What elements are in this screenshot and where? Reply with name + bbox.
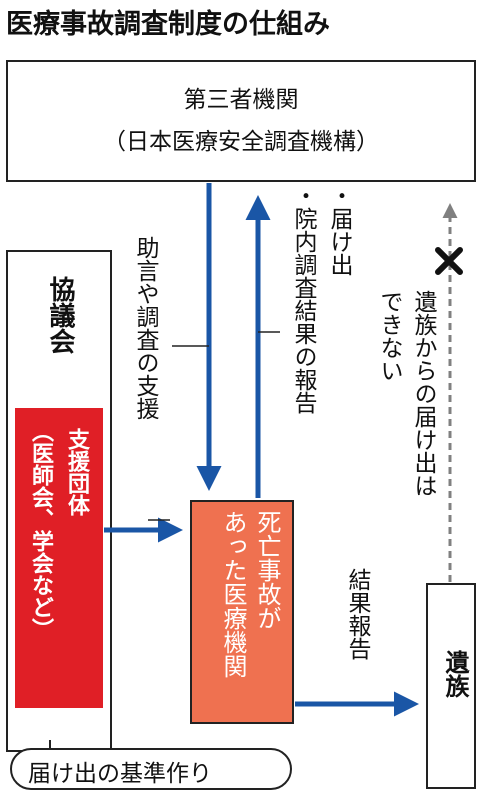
third-party-name: 第三者機関 <box>183 87 299 113</box>
family-label: 遺族 <box>441 650 469 698</box>
support-detail: （医師会、学会など） <box>28 420 53 640</box>
not-allowed-x-icon <box>435 247 463 275</box>
third-party-subtitle: （日本医療安全調査機構） <box>103 129 379 155</box>
third-party-box: 第三者機関 （日本医療安全調査機構） <box>6 60 476 182</box>
report-item1: ・届け出 <box>326 184 352 276</box>
hospital-line1: 死亡事故が <box>253 510 281 630</box>
council-label: 協議会 <box>45 276 75 354</box>
family-box <box>426 583 476 789</box>
result-report-label: 結果報告 <box>344 568 370 660</box>
hospital-box <box>190 500 294 724</box>
family-cannot-line1: 遺族からの届け出は <box>410 290 436 497</box>
support-box <box>15 408 103 708</box>
criteria-pill <box>10 748 292 790</box>
report-item2: ・院内調査結果の報告 <box>290 184 316 414</box>
hospital-line2: あった医療機関 <box>219 510 247 678</box>
family-cannot-line2: できない <box>376 290 402 382</box>
support-label: 支援団体 <box>64 428 89 516</box>
criteria-label: 届け出の基準作り <box>28 761 212 787</box>
advice-label: 助言や調査の支援 <box>132 236 158 420</box>
page-title: 医療事故調査制度の仕組み <box>6 9 330 40</box>
